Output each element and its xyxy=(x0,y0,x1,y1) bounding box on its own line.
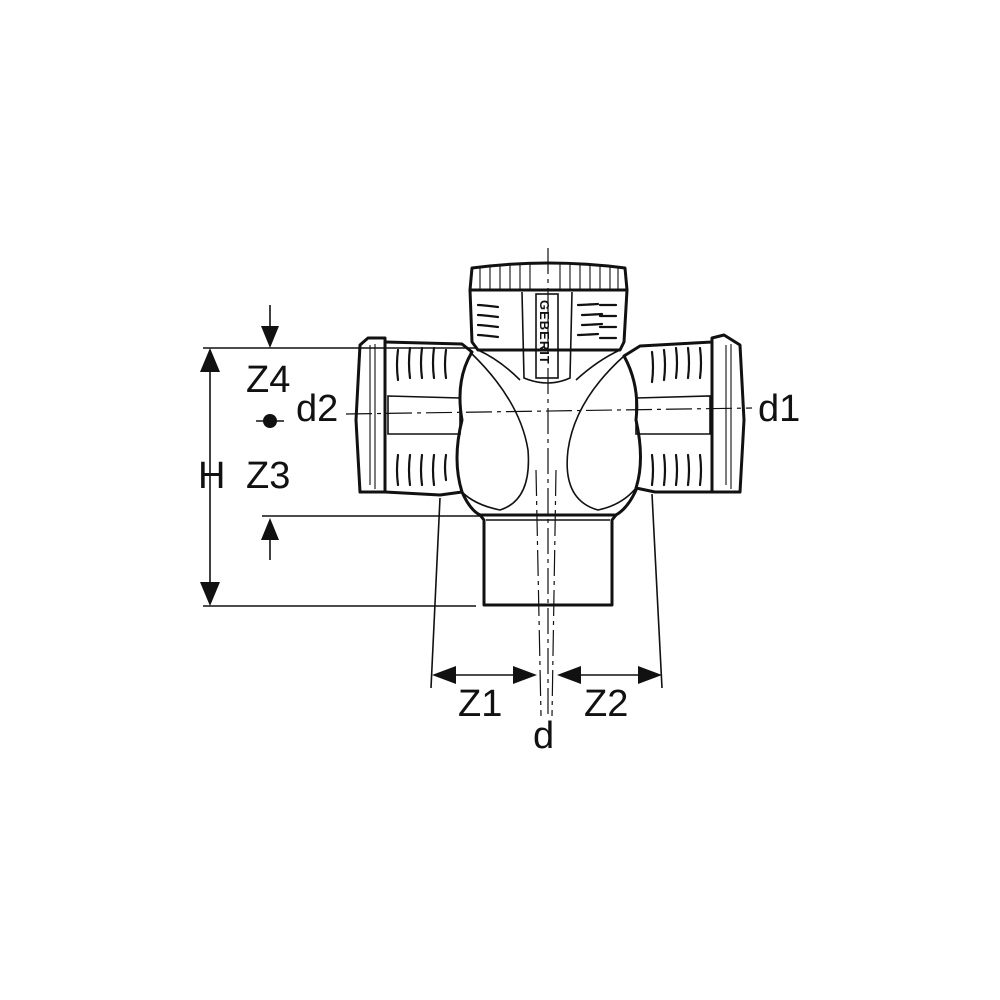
label-d2: d2 xyxy=(296,388,338,430)
label-h: H xyxy=(198,455,225,497)
arrow-right-icon xyxy=(513,666,537,684)
extension-lines xyxy=(203,347,663,689)
label-d: d xyxy=(533,715,554,757)
label-z3: Z3 xyxy=(246,455,290,497)
label-z4: Z4 xyxy=(246,359,290,401)
dimension-h xyxy=(200,348,220,606)
label-z1: Z1 xyxy=(458,683,502,725)
arrow-up-icon xyxy=(261,518,279,540)
arrow-left-icon xyxy=(432,666,456,684)
labels: Z4 d2 d1 H Z3 Z1 Z2 d xyxy=(198,359,800,757)
fitting-body xyxy=(354,261,746,607)
socket-grooves xyxy=(387,302,711,487)
brand-mark: GEBERIT xyxy=(535,293,559,379)
arrow-up-icon xyxy=(200,348,220,372)
arrow-right-icon xyxy=(638,666,662,684)
label-z2: Z2 xyxy=(584,683,628,725)
brand-mark-text: GEBERIT xyxy=(537,300,552,365)
arrow-down-icon xyxy=(200,582,220,606)
dimension-z4-z3 xyxy=(256,305,284,560)
arrow-left-icon xyxy=(557,666,581,684)
dimension-z1-z2 xyxy=(432,666,662,684)
center-lines xyxy=(345,248,753,717)
label-d1: d1 xyxy=(758,388,800,430)
arrow-down-icon xyxy=(261,326,279,348)
